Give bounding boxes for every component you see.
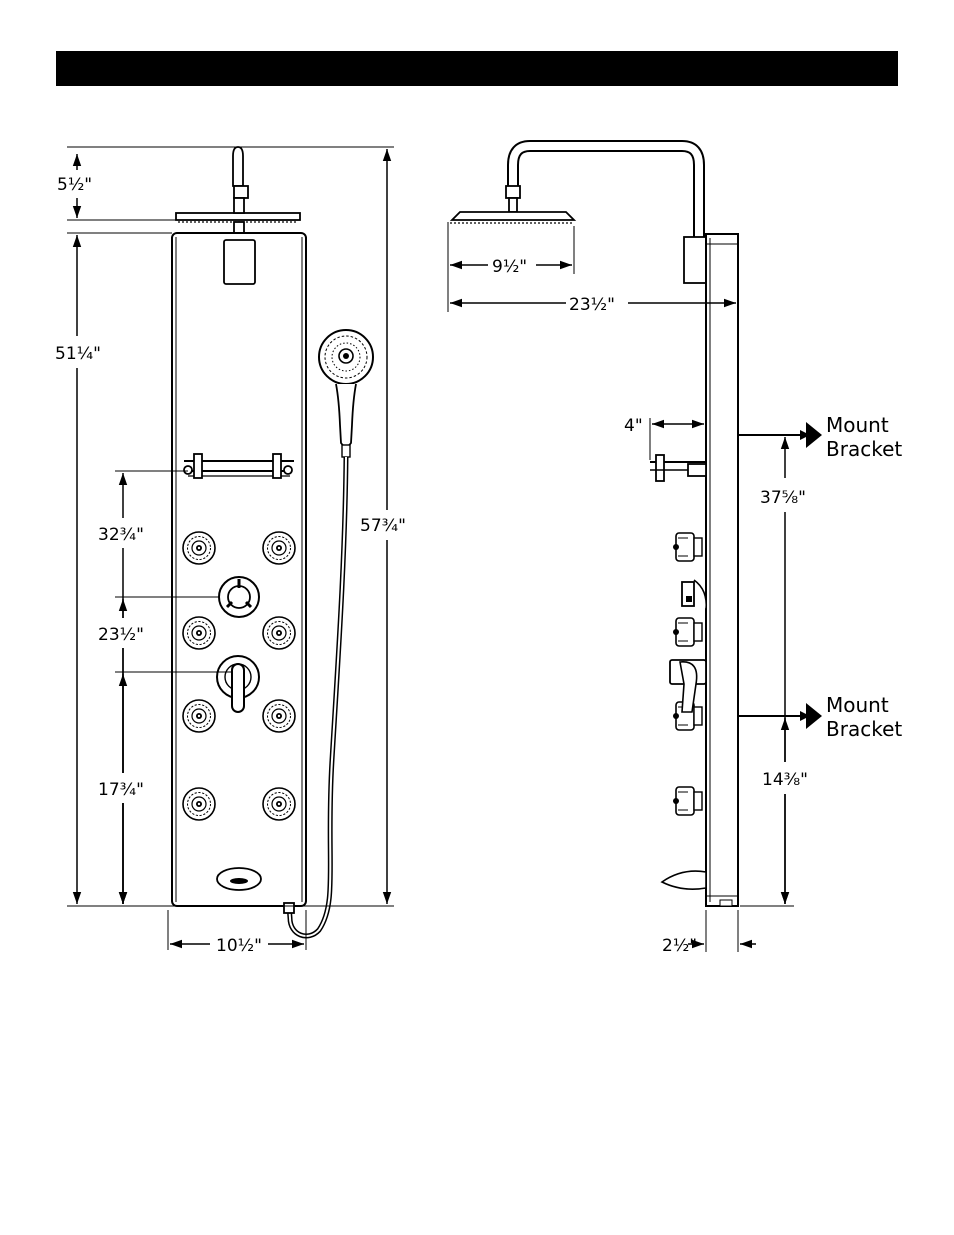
side-shower-arm (513, 146, 699, 237)
dim-shelf-depth: 4" (624, 416, 643, 436)
front-body-jet (263, 700, 295, 732)
front-body-jet (183, 532, 215, 564)
dim-panel-width: 10½" (216, 936, 262, 956)
dim-arm-reach: 23½" (569, 295, 615, 315)
front-body-jet (183, 617, 215, 649)
dim-lower-bracket-height: 14⅜" (762, 770, 808, 790)
front-body-jet (183, 788, 215, 820)
dim-thermostat-height: 23½" (98, 625, 144, 645)
side-waterfall-spout (662, 871, 706, 889)
dim-upper-bracket-height: 37⅝" (760, 488, 806, 508)
front-arm-connector (224, 240, 255, 284)
side-body-jet (673, 533, 702, 561)
side-arm-connector (684, 237, 706, 283)
front-hand-shower (319, 330, 373, 457)
upper-bracket-label-line1: Mount (826, 413, 889, 437)
dim-showerhead-height: 5½" (57, 175, 92, 195)
side-shelf (650, 455, 706, 481)
dim-overall-height: 57¾" (360, 516, 406, 536)
lower-bracket-label-line2: Bracket (826, 717, 902, 741)
side-panel (706, 234, 738, 906)
dim-handle-height: 17¾" (98, 780, 144, 800)
dim-panel-height: 51¼" (55, 344, 101, 364)
side-body-jet (673, 618, 702, 646)
dim-head-diameter: 9½" (492, 257, 527, 277)
lower-bracket-label-line1: Mount (826, 693, 889, 717)
front-thermostat-knob (219, 577, 259, 617)
front-body-jet (183, 700, 215, 732)
side-view: 9½" 23½" 4" 37⅝" 14⅜" 2½" Mount Bracket … (448, 146, 902, 956)
upper-bracket-label-line2: Bracket (826, 437, 902, 461)
side-body-jet (673, 787, 702, 815)
side-thermostat-knob (682, 580, 706, 610)
front-shower-arm (233, 147, 243, 186)
front-view: 5½" 51¼" 57¾" 32¾" 23½" 17¾" 10½" (50, 147, 416, 956)
front-waterfall-spout (217, 868, 261, 890)
dim-shelf-height: 32¾" (98, 525, 144, 545)
front-body-jet (263, 617, 295, 649)
front-shower-arm-nut (234, 186, 248, 198)
dim-panel-depth: 2½" (662, 936, 697, 956)
side-rain-showerhead (452, 212, 574, 220)
front-body-jet (263, 532, 295, 564)
front-body-jet (263, 788, 295, 820)
front-rain-showerhead (176, 213, 300, 220)
